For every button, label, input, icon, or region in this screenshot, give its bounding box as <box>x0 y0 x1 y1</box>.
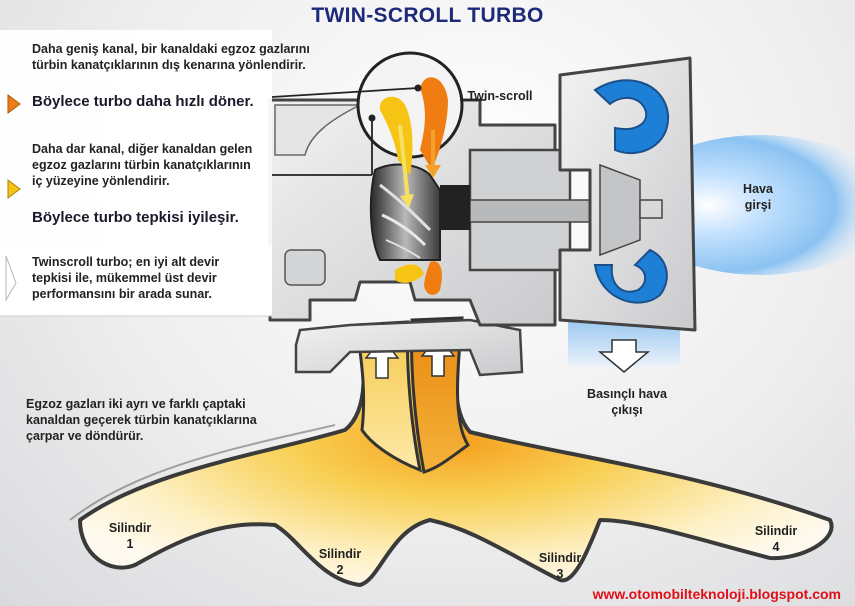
pointer-line-wide <box>271 87 419 98</box>
twin-scroll-label: Twin-scroll <box>467 89 533 103</box>
compressor-volute-bottom <box>593 248 668 304</box>
narrow-channel-result: Böylece turbo tepkisi iyileşir. <box>32 209 239 226</box>
air-inlet-label: Hava girşi <box>743 182 773 212</box>
bullet-yellow-icon <box>7 179 21 199</box>
exhaust-wisp-yellow <box>395 264 424 283</box>
exhaust-wisp-orange <box>424 261 442 295</box>
exhaust-note: Egzoz gazları iki ayrı ve farklı çaptaki… <box>26 397 257 443</box>
wide-channel-result: Böylece turbo daha hızlı döner. <box>32 93 254 110</box>
scroll-pipe-small <box>354 320 423 473</box>
summary-text: Twinscroll turbo; en iyi alt devir tepki… <box>32 255 220 301</box>
website-link[interactable]: www.otomobilteknoloji.blogspot.com <box>592 586 841 602</box>
page-title: TWIN-SCROLL TURBO <box>311 4 544 27</box>
air-outlet-arrow <box>597 339 651 373</box>
bullet-gray-icon <box>5 255 17 302</box>
wide-channel-text: Daha geniş kanal, bir kanaldaki egzoz ga… <box>32 42 310 72</box>
orange-scroll-flow <box>420 77 448 170</box>
pressurized-air-label: Basınçlı hava çıkışı <box>587 387 667 417</box>
compressor-volute-top <box>593 79 670 155</box>
compressor-wheel <box>599 163 641 257</box>
turbine-wheel <box>369 163 470 261</box>
bullet-orange-icon <box>7 94 21 114</box>
flange <box>294 318 524 377</box>
narrow-channel-text: Daha dar kanal, diğer kanaldan gelen egz… <box>32 142 253 188</box>
